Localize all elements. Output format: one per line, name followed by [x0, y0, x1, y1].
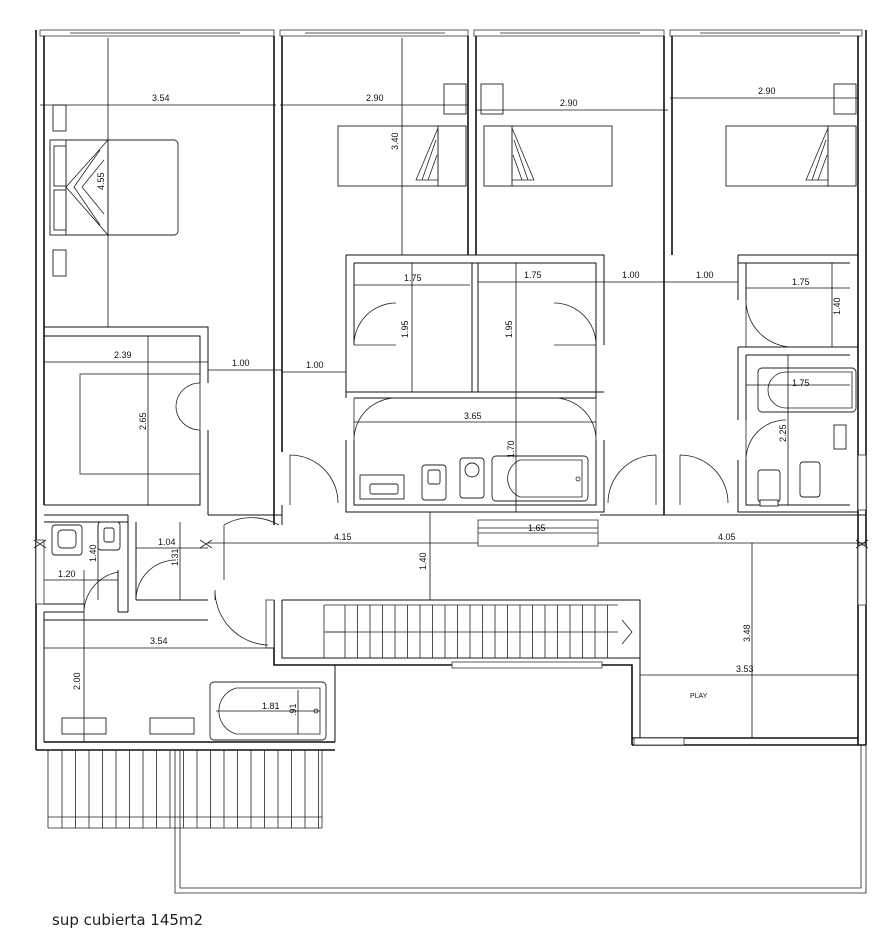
- dim-1-95-a: 1.95: [400, 320, 410, 338]
- dim-1-04: 1.04: [158, 537, 176, 547]
- dim-1-00-c: 1.00: [232, 358, 250, 368]
- dim-1-40-b: 1.40: [418, 552, 428, 570]
- dim-2-39: 2.39: [114, 350, 132, 360]
- dim-2-90-room4: 2.90: [758, 86, 776, 96]
- bathtub-icon: [491, 455, 589, 502]
- side-windows: [35, 454, 867, 746]
- dim-3-40: 3.40: [390, 132, 400, 150]
- dim-1-20: 1.20: [58, 569, 76, 579]
- dim-1-75-a: 1.75: [404, 273, 422, 283]
- dim-2-25: 2.25: [778, 424, 788, 442]
- dim-4-05: 4.05: [718, 532, 736, 542]
- dim-1-40-c: 1.40: [88, 544, 98, 562]
- dimension-labels: 3.54 2.90 2.90 2.90 4.55 3.40 1.75 1.75 …: [58, 86, 842, 716]
- dimension-lines: [40, 38, 866, 742]
- bed-room4-icon: [725, 125, 857, 187]
- doors: [33, 299, 869, 646]
- room-label-play: PLAY: [690, 693, 708, 700]
- plan-caption: sup cubierta 145m2: [52, 911, 204, 929]
- dim-2-00: 2.00: [72, 672, 82, 690]
- dim-0-91: .91: [288, 703, 298, 716]
- dim-1-81: 1.81: [262, 701, 280, 711]
- dim-1-65: 1.65: [528, 523, 546, 533]
- dim-2-65: 2.65: [138, 412, 148, 430]
- toilet-icon: [421, 464, 447, 501]
- dim-2-90-room3: 2.90: [560, 98, 578, 108]
- dim-2-90-room2: 2.90: [366, 93, 384, 103]
- bathtub-room4-icon: [757, 367, 857, 413]
- dim-3-54-bottom: 3.54: [150, 636, 168, 646]
- master-bed-icon: [49, 138, 179, 237]
- dim-1-75-d: 1.75: [792, 378, 810, 388]
- dim-1-95-b: 1.95: [504, 320, 514, 338]
- dim-1-75-b: 1.75: [524, 270, 542, 280]
- bed-room3-icon: [483, 125, 613, 187]
- staircase: [323, 604, 633, 659]
- dim-4-55: 4.55: [96, 172, 106, 190]
- terrace-railing: [47, 750, 323, 829]
- small-toilet-icon: [51, 521, 121, 556]
- bidet-icon: [459, 457, 485, 499]
- dim-1-00-d: 1.00: [306, 360, 324, 370]
- vanity-sink-icon: [359, 474, 405, 500]
- dim-3-53: 3.53: [736, 664, 754, 674]
- dim-1-70: 1.70: [506, 440, 516, 458]
- dim-3-48: 3.48: [742, 624, 752, 642]
- dim-1-40-a: 1.40: [832, 297, 842, 315]
- dim-3-54-top: 3.54: [152, 93, 170, 103]
- exterior-walls: [35, 29, 867, 894]
- dim-1-75-c: 1.75: [792, 277, 810, 287]
- furniture: [49, 83, 857, 741]
- dim-4-15: 4.15: [334, 532, 352, 542]
- dim-1-00-b: 1.00: [696, 270, 714, 280]
- dim-1-31: 1.31: [170, 548, 180, 566]
- dim-3-65: 3.65: [464, 411, 482, 421]
- dim-1-00-a: 1.00: [622, 270, 640, 280]
